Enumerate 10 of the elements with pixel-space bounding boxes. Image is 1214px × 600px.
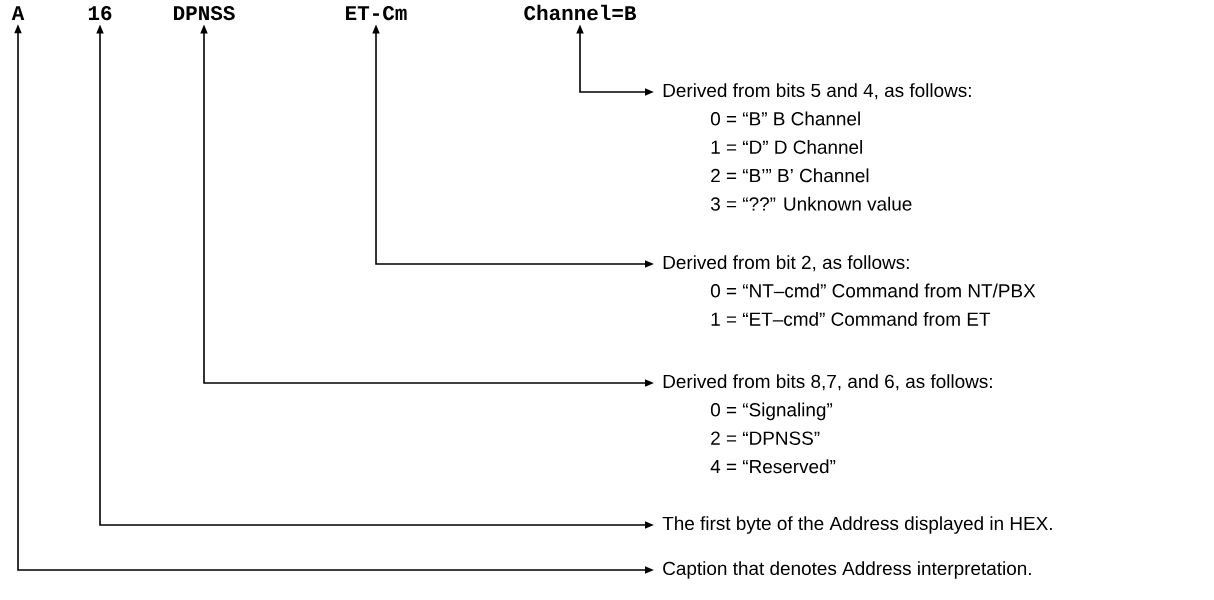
description-text: Derived from bits 8,7, and 6, as follows: 0 = “Signaling” 2 = “DPNSS” 4 = “Reserved” (663, 374, 992, 474)
description-text: Derived from bits 5 and 4, as follows: 0 = “B” B Channel 1 = “D” D Channel 2 = “B’” B’ Channel 3 = “??” Unknown value (663, 83, 971, 211)
description-text: The first byte of the Address displayed in HEX. (662, 516, 1052, 534)
field-label: A (11, 6, 25, 20)
description-text: Caption that denotes Address interpretation. (663, 561, 1031, 579)
description-text: Derived from bit 2, as follows: 0 = “NT–cmd” Command from NT/PBX 1 = “ET–cmd” Command from ET (663, 255, 1036, 326)
field-label: 16 (88, 6, 112, 21)
field-label: ET-Cm (346, 6, 407, 21)
field-label: Channel=B (524, 4, 637, 21)
field-label: DPNSS (174, 6, 235, 21)
